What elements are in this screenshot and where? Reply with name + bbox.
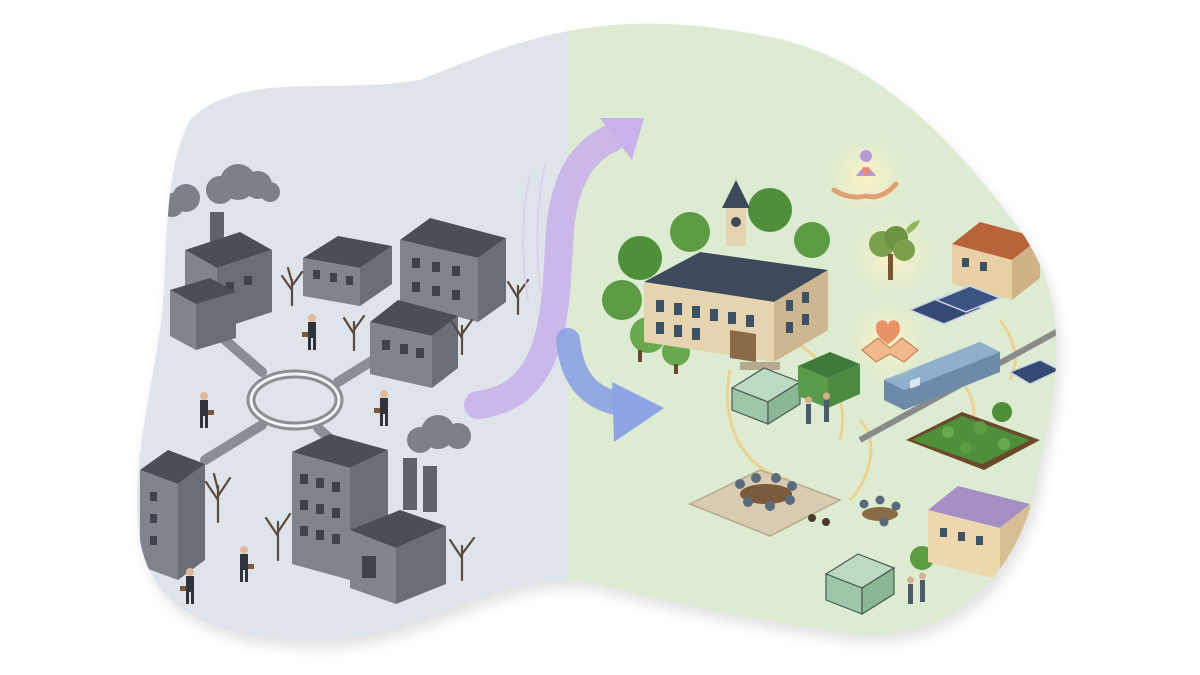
care-hands-icon	[831, 150, 899, 200]
green-city	[602, 138, 1057, 616]
house-top-b	[400, 218, 506, 322]
tree-icon	[869, 220, 920, 280]
greenhouse-lower	[824, 553, 896, 616]
building-bottom-left	[140, 450, 205, 580]
community-garden	[906, 402, 1040, 470]
market-stall	[798, 352, 860, 408]
meeting-plaza	[688, 469, 842, 537]
house-top-right	[952, 222, 1040, 300]
bare-trees	[204, 266, 530, 582]
factory-top-left	[170, 212, 272, 350]
town-hall	[644, 180, 828, 370]
pedestrians-right	[805, 392, 926, 604]
house-top-a	[303, 236, 392, 306]
house-middle-right	[370, 300, 458, 388]
industrial-city	[140, 164, 530, 604]
roundabout-inner	[249, 372, 341, 428]
arrow-up-right-head	[600, 118, 644, 160]
factory-bottom	[292, 434, 446, 604]
transition-arrows	[464, 118, 664, 442]
solar-panels	[908, 285, 1057, 385]
handshake-icon	[861, 320, 919, 363]
pedestrians-left	[180, 314, 388, 604]
arrow-right-head	[612, 382, 664, 442]
greenhouse-upper	[730, 367, 802, 426]
smoke-clouds	[160, 164, 471, 453]
cafe-tables	[859, 495, 901, 527]
industrial-background	[137, 23, 568, 641]
tram	[858, 327, 1057, 443]
value-icons	[828, 138, 932, 382]
